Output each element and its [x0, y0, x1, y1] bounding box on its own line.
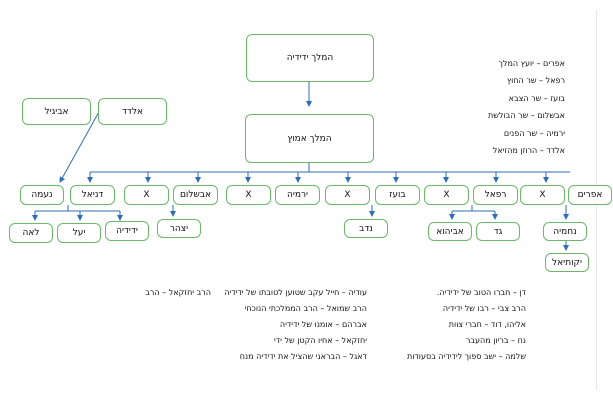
- node-x-2: X: [226, 185, 271, 205]
- node-x-5: X: [520, 185, 565, 205]
- role-line: אפרים – יועץ המלך: [498, 59, 565, 68]
- note-line: עודיה – חייל עקב שטוען לטובתו של ידידיה: [224, 288, 367, 297]
- role-line: אבשלום – שר הבולשת: [488, 111, 565, 120]
- node-yedidya-child: ידידיה: [105, 221, 149, 241]
- node-king-yedidya: המלך ידידיה: [246, 34, 374, 82]
- node-nadav: נדב: [344, 219, 388, 238]
- note-line: יחזקאל – אחיו הקטן של ידי: [273, 336, 367, 345]
- node-gad: גד: [476, 222, 520, 241]
- node-yirmiya: ירמיה: [275, 185, 320, 205]
- note-line: הרב שמואל – הרב הממלכתי הנוכחי: [244, 304, 367, 313]
- node-king-amotz: המלך אמוץ: [245, 114, 374, 163]
- node-lea: לאה: [9, 223, 53, 243]
- note-line: דאגל – הבראני שהציל את ידידיה מנח: [239, 352, 367, 361]
- note-line: הרב יחזקאל – הרב: [145, 288, 211, 297]
- role-line: אלדד – הרוזן מהזיאל: [492, 146, 565, 155]
- role-line: רפאל – שר החוץ: [506, 76, 565, 85]
- node-x-1: X: [124, 185, 169, 205]
- node-eldad: אלדד: [98, 98, 167, 125]
- node-yael: יעל: [57, 223, 101, 243]
- node-daniel: דניאל: [70, 185, 115, 205]
- node-efraim: אפרים: [568, 185, 612, 205]
- node-avigail: אביגיל: [22, 98, 91, 125]
- node-yitzhar: יצהר: [157, 219, 201, 238]
- node-yekutiel: יקותיאל: [545, 253, 589, 272]
- node-boaz: בועז: [375, 185, 420, 205]
- note-line: דן – חברו הטוב של ידידיה.: [436, 288, 526, 297]
- node-x-4: X: [424, 185, 469, 205]
- role-line: בועז – שר הצבא: [508, 94, 565, 103]
- note-line: הרב צבי – רבו של ידידיה: [442, 304, 526, 313]
- node-naama: נעמה: [20, 185, 64, 205]
- node-avshalom: אבשלום: [173, 185, 218, 205]
- role-line: ירמיה – שר הפנים: [503, 129, 565, 138]
- node-rafael: רפאל: [473, 185, 518, 205]
- note-line: שלמה – ישב ספוך לידידיה בסעודות: [406, 352, 526, 361]
- note-line: אליהו, דוד – חברי צוות: [448, 320, 526, 329]
- node-nechemia: נחמיה: [543, 222, 587, 241]
- note-line: אברהם – אומנו של ידידיה: [279, 320, 367, 329]
- node-avihua: אביהוא: [428, 222, 472, 241]
- node-x-3: X: [325, 185, 370, 205]
- note-line: נח – בריון מהעבר: [465, 336, 526, 345]
